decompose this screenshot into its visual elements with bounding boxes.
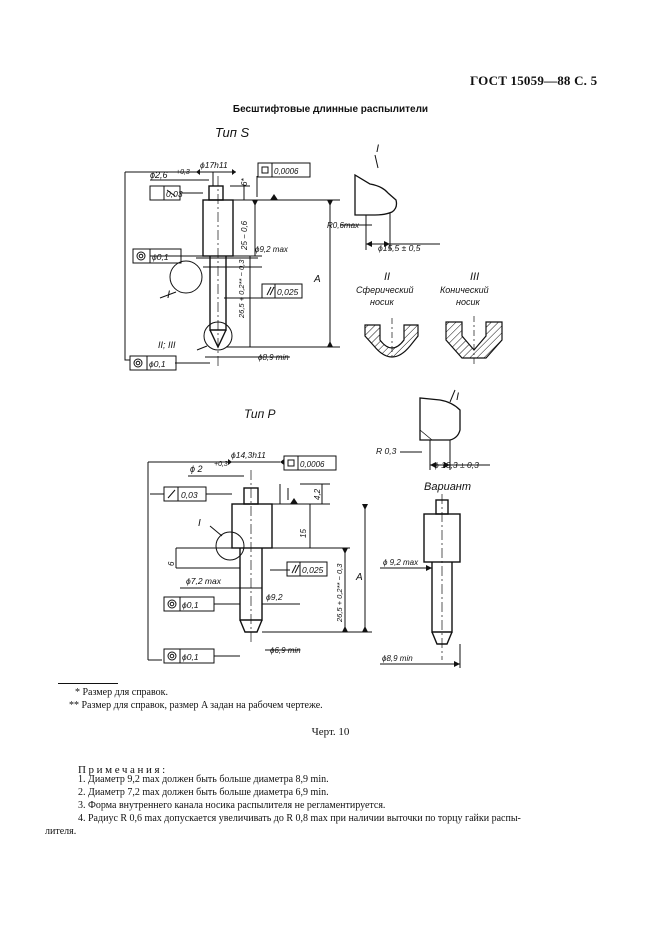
dim-p-d2-tol: +0,3: [214, 461, 228, 468]
figure-caption: Черт. 10: [311, 726, 350, 738]
footnote-1: * Размер для справок.: [75, 687, 168, 698]
dim-p-d69: ϕ6,9 min: [270, 646, 301, 655]
dim-p-len6: 6: [167, 561, 176, 566]
marker-p-view-i: I: [198, 518, 201, 529]
dim-s-d92: ϕ9,2 max: [255, 245, 289, 254]
note-item: 4. Радиус R 0,6 max допускается увеличив…: [78, 813, 521, 824]
variant-part: [423, 494, 461, 660]
nose-iii-line1: Конический: [440, 285, 489, 295]
dim-s-r06: R0,6max: [327, 221, 360, 230]
dim-p-r03: R 0,3: [376, 446, 397, 456]
type-p-part: [215, 470, 273, 645]
tol-p-runout-value: 0,03: [181, 490, 198, 500]
dim-p-len265: 26,5 + 0,2** − 0,3: [335, 563, 344, 623]
tol-p-concentric-top: ϕ0,1: [182, 600, 199, 610]
dim-s-d26: ϕ2,6: [150, 170, 168, 180]
type-s-label: Тип S: [215, 125, 250, 140]
nose-iii-roman: III: [470, 271, 479, 283]
footnote-rule: [58, 683, 118, 684]
type-s-part: [169, 176, 234, 368]
marker-s-view-i: I: [167, 289, 170, 301]
dim-p-d133: ϕ 13,3 ± 0,3: [434, 460, 479, 470]
dim-s-len265: 26,5 + 0,2** − 0,3: [237, 259, 246, 319]
dim-s-d155: ϕ15,5 ± 0,5: [378, 243, 421, 253]
notes-heading: Примечания:: [78, 764, 168, 776]
dim-p-d92: ϕ9,2: [266, 592, 283, 602]
footnote-2: ** Размер для справок, размер A задан на…: [69, 700, 323, 711]
dim-s-d17: ϕ17h11: [200, 160, 228, 170]
tol-s-concentric-top: ϕ0,1: [152, 252, 169, 262]
dim-p-d2: ϕ 2: [190, 464, 203, 474]
detail-s-i-label: I: [376, 143, 379, 155]
dim-p-len15: 15: [299, 529, 308, 538]
section-title: Бесштифтовые длинные распылители: [232, 104, 429, 115]
tol-s-concentric-bottom: ϕ0,1: [149, 359, 166, 369]
dim-p-len42: 4,2: [313, 488, 322, 500]
variant-d92: ϕ 9,2 max: [383, 558, 419, 567]
note-item: 3. Форма внутреннего канала носика распы…: [78, 800, 386, 811]
dim-p-d143: ϕ14,3h11: [231, 450, 266, 460]
dim-p-a: A: [355, 572, 363, 583]
note-item: 2. Диаметр 7,2 max должен быть больше ди…: [78, 787, 329, 798]
dim-p-d72: ϕ7,2 max: [186, 576, 222, 586]
dim-s-d26-tol: +0,3: [176, 169, 190, 176]
dim-s-six: 6*: [240, 178, 249, 186]
marker-s-ii-iii: II; III: [158, 340, 176, 350]
dim-s-d89: ϕ8,9 min: [258, 353, 289, 362]
nose-iii-line2: носик: [456, 297, 480, 307]
variant-d89: ϕ8,9 min: [382, 654, 413, 663]
nose-ii-line1: Сферический: [356, 285, 413, 295]
dim-s-a: A: [313, 274, 321, 285]
tol-s-parallel-value: 0,025: [277, 287, 299, 297]
tol-p-flat-value: 0,0006: [300, 460, 325, 469]
tol-p-concentric-bottom: ϕ0,1: [182, 652, 199, 662]
tol-s-flat-value: 0,0006: [274, 167, 299, 176]
note-item: 1. Диаметр 9,2 max должен быть больше ди…: [78, 774, 329, 785]
note-item-continuation: лителя.: [45, 826, 77, 837]
variant-label: Вариант: [424, 481, 471, 493]
type-p-label: Тип Р: [244, 407, 276, 421]
tol-p-parallel-value: 0,025: [302, 565, 324, 575]
dim-s-len25: 25 − 0,6: [240, 220, 249, 251]
nose-ii-roman: II: [384, 271, 390, 283]
technical-drawing: Тип S ϕ17h11 ϕ2,6 +0,3 0,0006 0,03 ϕ0,1 …: [124, 125, 503, 668]
detail-p-i-label: I: [456, 391, 459, 403]
nose-ii-line2: носик: [370, 297, 394, 307]
page-header: ГОСТ 15059—88 С. 5: [470, 73, 598, 88]
tol-s-runout-value: 0,03: [166, 189, 183, 199]
